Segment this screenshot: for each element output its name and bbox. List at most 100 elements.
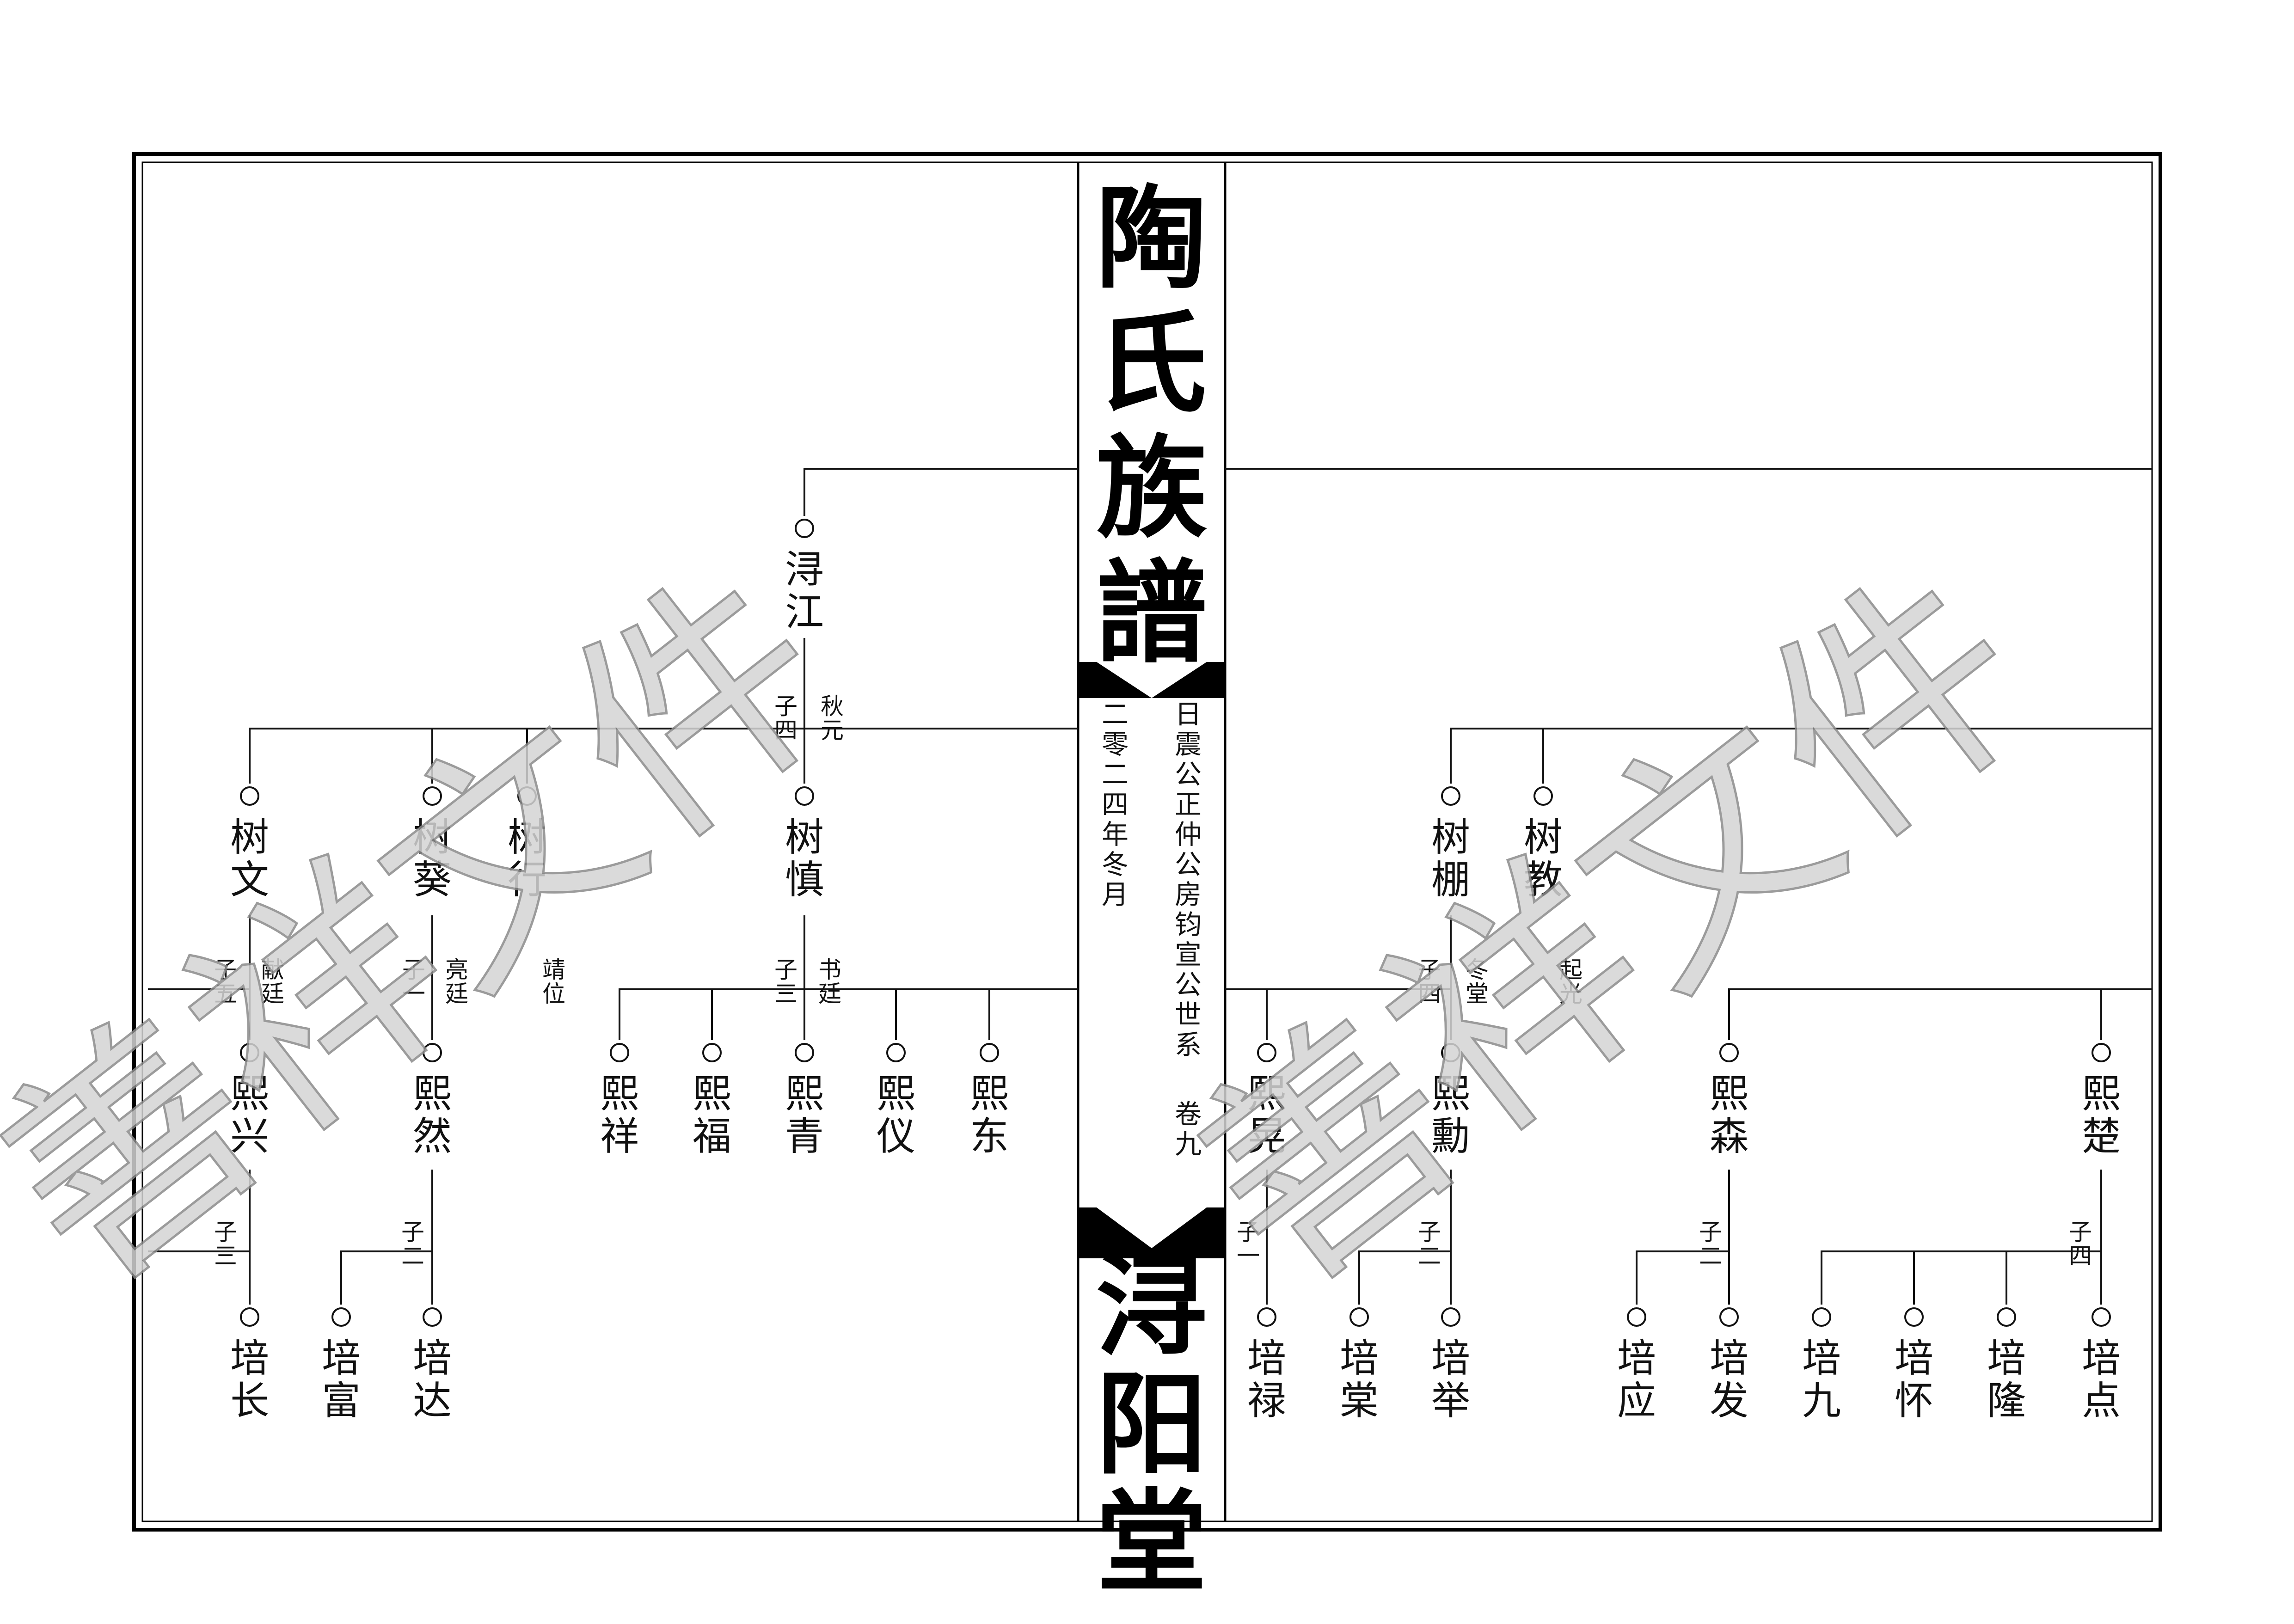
- person-node-peidian: 培点: [2082, 1307, 2121, 1423]
- node-circle: [423, 786, 442, 806]
- person-name: 培棠: [1340, 1336, 1379, 1423]
- annotation-n8: 子三: [774, 956, 797, 1007]
- tree-lines: [148, 468, 2152, 1305]
- node-circle: [1719, 1043, 1739, 1062]
- node-circle: [610, 1043, 629, 1062]
- person-name: 熙勳: [1431, 1071, 1470, 1159]
- node-circle: [1627, 1307, 1646, 1327]
- person-name: 树行: [508, 815, 546, 902]
- person-node-shujiao: 树教: [1524, 786, 1563, 902]
- person-name: 培隆: [1987, 1336, 2026, 1423]
- person-node-peijiu: 培九: [1802, 1307, 1841, 1423]
- node-circle: [980, 1043, 999, 1062]
- person-name: 熙仪: [877, 1071, 915, 1159]
- annotation-n14: 起光: [1559, 956, 1582, 1007]
- annotation-n6: 亮廷: [445, 956, 468, 1007]
- person-name: 培点: [2082, 1336, 2121, 1423]
- person-name: 培举: [1431, 1336, 1470, 1423]
- person-name: 浔江: [785, 547, 824, 635]
- node-circle: [795, 519, 814, 538]
- genealogy-title: 陶氏族譜: [1096, 173, 1207, 678]
- watermark-right: 善祥文件: [1147, 521, 2079, 1336]
- person-node-xixiang: 熙祥: [600, 1043, 639, 1159]
- node-circle: [240, 1307, 259, 1327]
- node-circle: [2092, 1043, 2111, 1062]
- node-circle: [702, 1043, 722, 1062]
- person-name: 熙兴: [230, 1071, 269, 1159]
- node-circle: [886, 1043, 906, 1062]
- annotation-n9: 书廷: [818, 956, 841, 1007]
- person-node-xixing: 熙兴: [230, 1043, 269, 1159]
- watermark-left: 善祥文件: [0, 521, 882, 1336]
- person-name: 树葵: [413, 815, 452, 902]
- watermark-text: 善祥文件: [1148, 522, 2078, 1335]
- person-node-xiyi: 熙仪: [877, 1043, 915, 1159]
- node-circle: [423, 1043, 442, 1062]
- inner-border: [141, 161, 2153, 1522]
- watermark-text: 善祥文件: [0, 522, 881, 1335]
- node-circle: [2092, 1307, 2111, 1327]
- person-node-shushen: 树慎: [785, 786, 824, 902]
- node-circle: [1441, 1043, 1460, 1062]
- person-name: 培富: [322, 1336, 361, 1423]
- node-circle: [1441, 1307, 1460, 1327]
- annotation-n4: 献廷: [261, 956, 284, 1007]
- node-circle: [1533, 786, 1553, 806]
- person-node-shuwen: 树文: [230, 786, 269, 902]
- node-circle: [331, 1307, 351, 1327]
- person-node-peifu: 培富: [322, 1307, 361, 1423]
- lineage-subtitle: 日震公正仲公房钧宣公世系: [1175, 699, 1202, 1060]
- person-name: 熙福: [693, 1071, 731, 1159]
- person-name: 熙然: [413, 1071, 452, 1159]
- spine-ornament-bottom: [1078, 1207, 1225, 1258]
- node-circle: [517, 786, 537, 806]
- person-name: 熙东: [970, 1071, 1009, 1159]
- person-node-xisen: 熙森: [1710, 1043, 1748, 1159]
- node-circle: [1441, 786, 1460, 806]
- node-circle: [423, 1307, 442, 1327]
- person-name: 培九: [1802, 1336, 1841, 1423]
- person-node-peihuai: 培怀: [1895, 1307, 1933, 1423]
- annotation-n5: 子一: [402, 956, 425, 1007]
- person-node-peitang: 培棠: [1340, 1307, 1379, 1423]
- annotation-n16: 子二: [1418, 1219, 1441, 1269]
- person-node-peilu: 培禄: [1247, 1307, 1286, 1423]
- node-circle: [795, 1043, 814, 1062]
- person-node-xunjiang: 浔江: [785, 519, 824, 635]
- spine-ornament-top: [1078, 662, 1225, 698]
- node-circle: [795, 786, 814, 806]
- person-node-peifa: 培发: [1710, 1307, 1748, 1423]
- person-name: 熙晃: [1247, 1071, 1286, 1159]
- person-node-peiying: 培应: [1617, 1307, 1656, 1423]
- person-name: 熙楚: [2082, 1071, 2121, 1159]
- person-name: 树文: [230, 815, 269, 902]
- node-circle: [1257, 1307, 1276, 1327]
- volume-label: 卷九: [1175, 1098, 1202, 1160]
- person-node-peiju: 培举: [1431, 1307, 1470, 1423]
- node-circle: [240, 1043, 259, 1062]
- person-name: 培长: [230, 1336, 269, 1423]
- node-circle: [1997, 1307, 2016, 1327]
- person-node-xixun: 熙勳: [1431, 1043, 1470, 1159]
- node-circle: [1349, 1307, 1369, 1327]
- person-name: 培禄: [1247, 1336, 1286, 1423]
- person-node-shuxing: 树行: [508, 786, 546, 902]
- person-node-xihuang: 熙晃: [1247, 1043, 1286, 1159]
- person-name: 培发: [1710, 1336, 1748, 1423]
- compiled-date: 二零二四年冬月: [1102, 699, 1129, 910]
- annotation-n17: 子二: [1699, 1219, 1722, 1269]
- person-node-xiqing: 熙青: [785, 1043, 824, 1159]
- person-nodes: 浔江树文树葵树行树慎树棚树教熙兴熙然熙祥熙福熙青熙仪熙东熙晃熙勳熙森熙楚培长培富…: [230, 519, 2121, 1423]
- person-name: 培达: [413, 1336, 452, 1423]
- person-name: 熙森: [1710, 1071, 1748, 1159]
- person-name: 熙祥: [600, 1071, 639, 1159]
- annotation-n1: 子四: [774, 693, 797, 744]
- annotation-n10: 子三: [214, 1219, 237, 1269]
- hall-name: 浔阳堂: [1096, 1241, 1207, 1607]
- person-name: 树慎: [785, 815, 824, 902]
- annotation-n7: 靖位: [542, 956, 565, 1007]
- person-node-peichang: 培长: [230, 1307, 269, 1423]
